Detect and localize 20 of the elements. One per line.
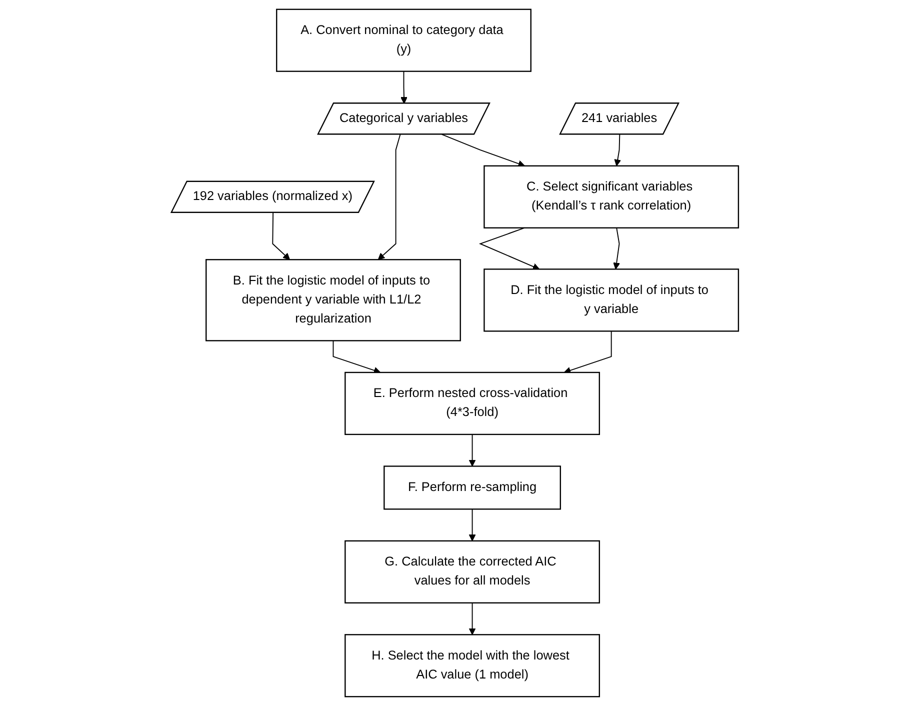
arrow bbox=[272, 212, 290, 260]
arrow bbox=[332, 340, 380, 374]
node-box: E. Perform nested cross-validation (4*3-fold) bbox=[344, 371, 600, 435]
arrow bbox=[468, 433, 476, 466]
arrow bbox=[478, 226, 540, 270]
arrow bbox=[612, 226, 620, 269]
node-box: A. Convert nominal to category data (y) bbox=[276, 8, 532, 72]
node-box: C. Select significant variables (Kendall’s τ rank correlation) bbox=[483, 164, 739, 228]
node-box: G. Calculate the corrected AIC values for all models bbox=[344, 540, 600, 603]
arrow bbox=[400, 70, 408, 104]
node-box: H. Select the model with the lowest AIC value (1 model) bbox=[344, 634, 600, 697]
arrow bbox=[441, 134, 525, 167]
node-box: F. Perform re-sampling bbox=[383, 465, 561, 510]
arrow bbox=[468, 508, 476, 541]
arrow bbox=[614, 134, 621, 166]
arrow bbox=[468, 602, 476, 634]
node-box: B. Fit the logistic model of inputs to dependent y variable with L1/L2 regularization bbox=[205, 258, 461, 341]
arrow bbox=[377, 134, 400, 260]
node-box: D. Fit the logistic model of inputs to y variable bbox=[483, 268, 739, 332]
arrow bbox=[563, 330, 612, 374]
